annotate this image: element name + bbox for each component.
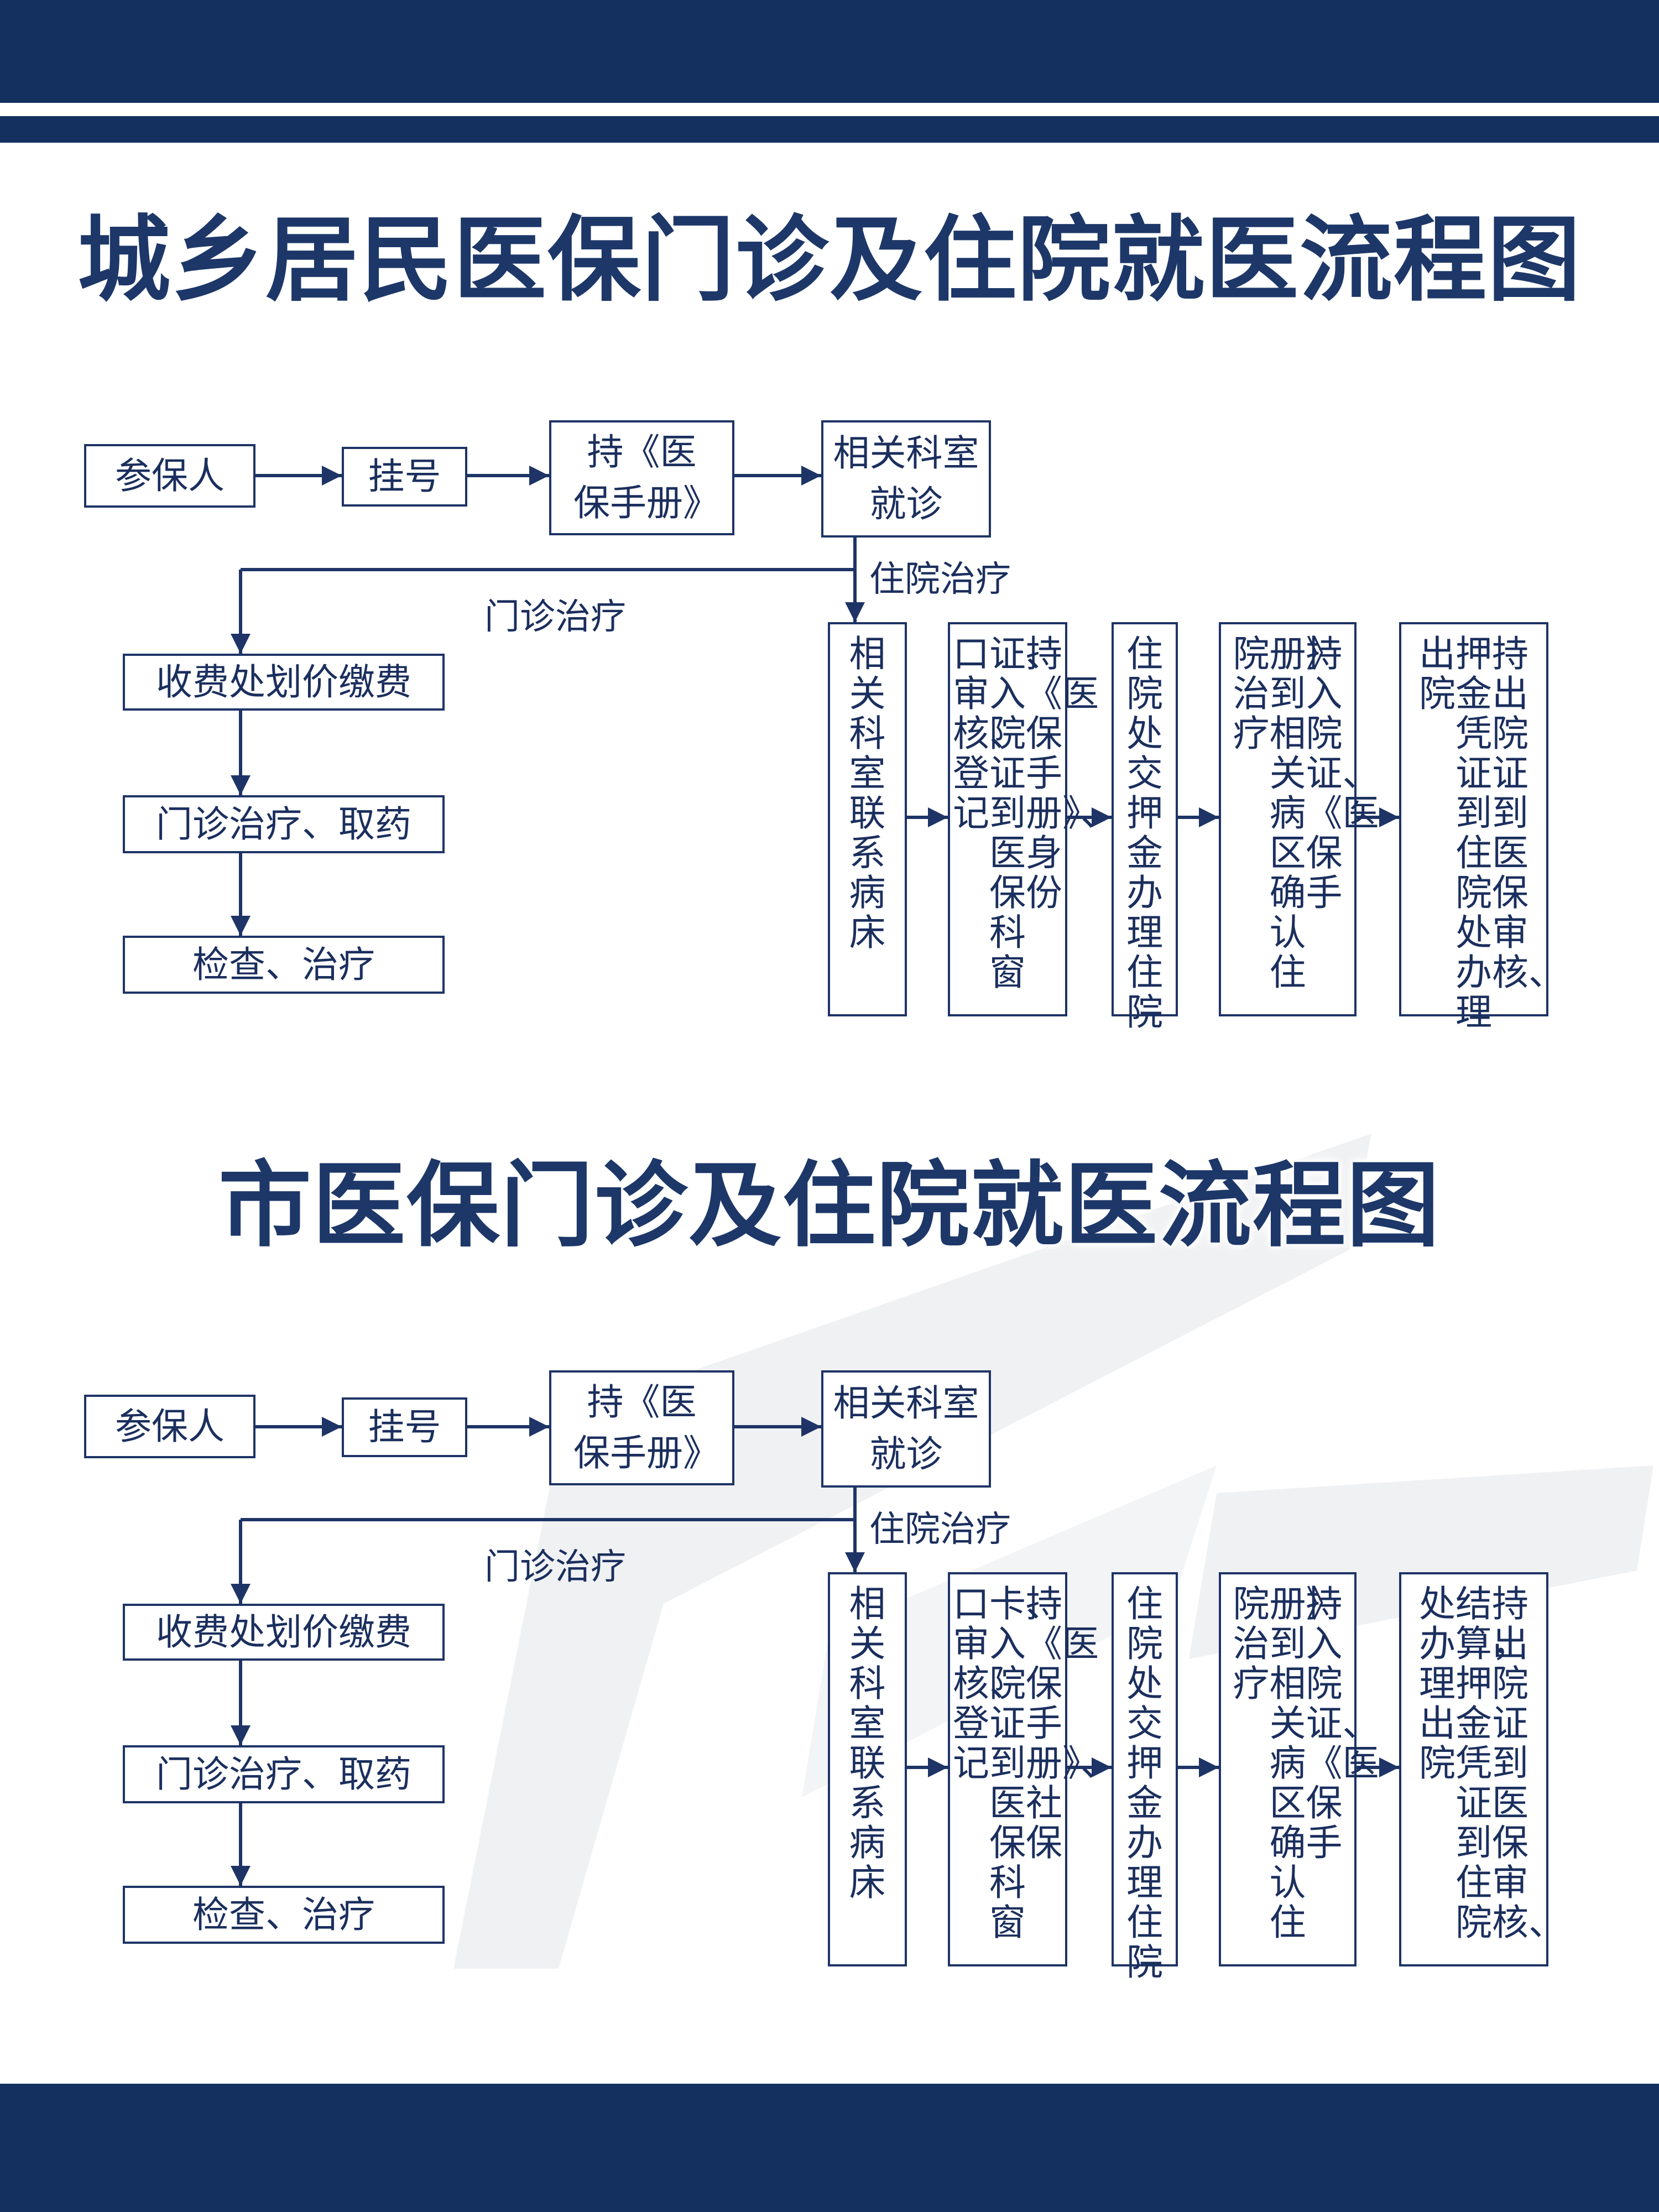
- s1-op-treatment: 门诊治疗、取药: [123, 795, 445, 853]
- s1-node-department: 相关科室就诊: [821, 420, 991, 538]
- s1-op-pay: 收费处划价缴费: [123, 654, 445, 711]
- s1-node-register: 挂号: [342, 447, 467, 507]
- section-2-title: 市医保门诊及住院就医流程图: [218, 1151, 1441, 1260]
- s2-op-exam: 检查、治疗: [123, 1886, 445, 1944]
- s2-node-handbook: 持《医保手册》: [549, 1370, 734, 1485]
- s2-ip-deposit: 住院处交押金办理住院: [1112, 1572, 1178, 1983]
- header-band: [0, 0, 1659, 103]
- s2-op-pay: 收费处划价缴费: [123, 1604, 445, 1661]
- s2-label-inpatient: 住院治疗: [869, 1509, 1011, 1550]
- s2-node-department: 相关科室就诊: [821, 1370, 991, 1488]
- header-stripe: [0, 116, 1659, 143]
- s2-op-treatment: 门诊治疗、取药: [123, 1745, 445, 1803]
- s2-label-outpatient: 门诊治疗: [484, 1547, 626, 1588]
- s1-ip-ward: 持入院证、《医保手 册》到相关病区确认住 院治疗: [1219, 622, 1379, 1016]
- section-1-title: 城乡居民医保门诊及住院就医流程图: [77, 206, 1582, 314]
- s1-ip-discharge: 持出院证到医保审核、 押金凭证到住院处办理 出院: [1399, 622, 1565, 1032]
- s1-node-handbook: 持《医保手册》: [549, 420, 734, 535]
- s2-ip-ward: 持入院证、《医保手 册》到相关病区确认住 院治疗: [1219, 1572, 1379, 1966]
- s1-ip-register: 持《医保手册》、身份 证、入院证到医保科窗 口审核、登记: [948, 622, 1117, 1016]
- s1-ip-contact-bed: 相关科室联系病床: [828, 622, 907, 1016]
- footer-band: [0, 2084, 1659, 2212]
- s2-ip-discharge: 持出院证到医保审核、 结算，押金凭证到住院 处办理出院: [1399, 1572, 1565, 1966]
- s2-node-register: 挂号: [342, 1397, 467, 1457]
- s2-ip-contact-bed: 相关科室联系病床: [828, 1572, 907, 1966]
- s1-node-insured: 参保人: [84, 444, 255, 508]
- s1-label-inpatient: 住院治疗: [869, 559, 1011, 600]
- s1-op-exam: 检查、治疗: [123, 936, 445, 994]
- s1-label-outpatient: 门诊治疗: [484, 597, 626, 638]
- s1-ip-deposit: 住院处交押金办理住院: [1112, 622, 1178, 1032]
- s2-node-insured: 参保人: [84, 1395, 255, 1458]
- s2-ip-register: 持《医保手册》、社保 卡、入院证到医保科窗 口审核、登记: [948, 1572, 1117, 1966]
